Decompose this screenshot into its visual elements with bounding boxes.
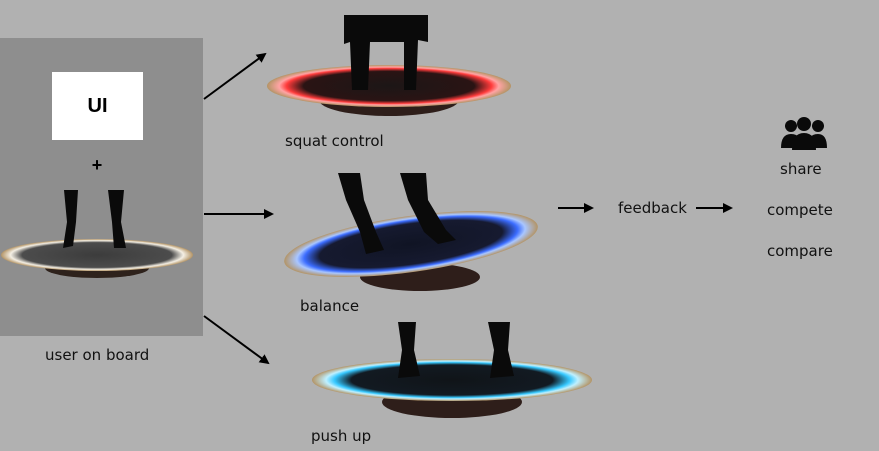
left-board xyxy=(1,190,193,278)
people-group-icon xyxy=(781,117,827,150)
board-balance xyxy=(284,173,538,291)
plus-sign: + xyxy=(91,155,103,175)
compete-label: compete xyxy=(767,201,833,219)
left-leg xyxy=(63,190,78,248)
feedback-label: feedback xyxy=(618,199,687,217)
arrow-to-pushup xyxy=(203,315,270,365)
balance-label: balance xyxy=(300,297,360,315)
arrows xyxy=(203,52,733,365)
pushup-right-hand xyxy=(488,322,514,378)
balance-left-leg xyxy=(338,173,384,254)
push-up-label: push up xyxy=(311,427,372,445)
board-squat xyxy=(267,15,511,116)
user-on-board-label: user on board xyxy=(45,346,150,364)
right-leg xyxy=(108,190,126,248)
compare-label: compare xyxy=(767,242,833,260)
squat-legs xyxy=(344,15,428,90)
pushup-left-hand xyxy=(398,322,420,378)
share-label: share xyxy=(780,160,822,178)
squat-control-label: squat control xyxy=(285,132,384,150)
board-pushup xyxy=(312,322,592,418)
ui-box: UI xyxy=(52,72,143,140)
balance-right-leg xyxy=(400,173,456,244)
arrow-to-squat xyxy=(203,52,267,100)
